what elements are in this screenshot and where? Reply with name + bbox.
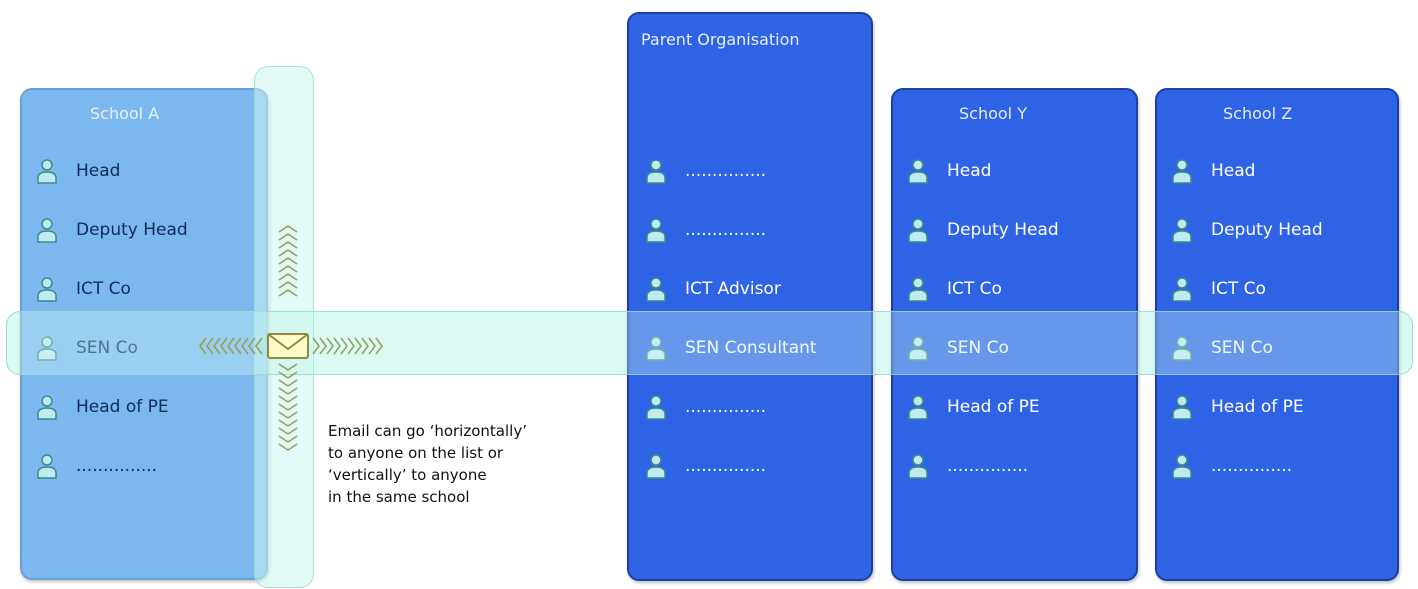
person-icon [646, 218, 666, 243]
member-label: SEN Co [76, 338, 138, 358]
school-y-member-0: Head [907, 156, 991, 186]
school-y-member-1: Deputy Head [907, 215, 1059, 245]
school-z-title: School Z [1223, 104, 1293, 123]
parent-member-0: ............... [645, 156, 766, 186]
member-label: ............... [685, 161, 767, 181]
person-icon [908, 277, 928, 302]
school-a-member-1: Deputy Head [36, 215, 188, 245]
member-label: Deputy Head [947, 220, 1059, 240]
person-icon [1172, 277, 1192, 302]
person-icon [646, 336, 666, 361]
member-label: Head of PE [76, 397, 169, 417]
member-label: Head [76, 161, 121, 181]
member-label: ICT Advisor [685, 279, 781, 299]
person-icon [646, 277, 666, 302]
school-z-card: School Z Head Deputy Head ICT Co SEN Co … [1155, 88, 1399, 581]
member-label: Head of PE [1211, 397, 1304, 417]
person-icon [37, 159, 57, 184]
member-label: ............... [685, 397, 767, 417]
chevron-arrows-down-icon [278, 363, 298, 451]
person-icon [908, 218, 928, 243]
school-y-card: School Y Head Deputy Head ICT Co SEN Co … [891, 88, 1138, 581]
member-label: ............... [947, 456, 1029, 476]
chevron-arrows-right-icon [312, 337, 383, 355]
school-a-member-2: ICT Co [36, 274, 131, 304]
person-icon [37, 277, 57, 302]
parent-member-1: ............... [645, 215, 766, 245]
person-icon [1172, 159, 1192, 184]
person-icon [37, 336, 57, 361]
school-y-member-4: Head of PE [907, 392, 1040, 422]
horizontal-email-band-overlay [6, 311, 1413, 375]
member-label: Head [947, 161, 992, 181]
parent-member-5: ............... [645, 451, 766, 481]
member-label: Head [1211, 161, 1256, 181]
person-icon [646, 454, 666, 479]
member-label: ............... [685, 456, 767, 476]
parent-member-3: SEN Consultant [645, 333, 817, 363]
school-z-member-4: Head of PE [1171, 392, 1304, 422]
school-a-card: School A Head Deputy Head ICT Co SEN Co … [20, 88, 268, 580]
member-label: SEN Co [947, 338, 1009, 358]
chevron-arrows-left-icon [199, 337, 263, 355]
vertical-email-band [254, 66, 314, 588]
school-y-member-2: ICT Co [907, 274, 1002, 304]
member-label: ............... [1211, 456, 1293, 476]
parent-organisation-card: Parent Organisation ............... ....… [627, 12, 873, 581]
person-icon [646, 159, 666, 184]
chevron-arrows-up-icon [278, 225, 298, 297]
person-icon [1172, 336, 1192, 361]
school-y-member-5: ............... [907, 451, 1028, 481]
school-a-member-3: SEN Co [36, 333, 138, 363]
person-icon [1172, 218, 1192, 243]
member-label: ............... [685, 220, 767, 240]
person-icon [37, 395, 57, 420]
note-line: ‘vertically’ to anyone [328, 466, 487, 484]
member-label: SEN Consultant [685, 338, 817, 358]
person-icon [37, 218, 57, 243]
note-line: Email can go ‘horizontally’ [328, 422, 527, 440]
person-icon [908, 395, 928, 420]
school-a-member-4: Head of PE [36, 392, 169, 422]
school-y-title: School Y [959, 104, 1027, 123]
school-a-member-0: Head [36, 156, 120, 186]
person-icon [646, 395, 666, 420]
person-icon [908, 336, 928, 361]
person-icon [908, 454, 928, 479]
school-z-member-0: Head [1171, 156, 1255, 186]
note-line: in the same school [328, 488, 470, 506]
school-z-member-5: ............... [1171, 451, 1292, 481]
member-label: Head of PE [947, 397, 1040, 417]
member-label: ICT Co [947, 279, 1002, 299]
member-label: Deputy Head [76, 220, 188, 240]
school-y-member-3: SEN Co [907, 333, 1009, 363]
member-label: ICT Co [1211, 279, 1266, 299]
member-label: ............... [76, 456, 158, 476]
school-a-title: School A [90, 104, 160, 123]
person-icon [908, 159, 928, 184]
school-a-member-5: ............... [36, 451, 157, 481]
person-icon [37, 454, 57, 479]
parent-member-2: ICT Advisor [645, 274, 781, 304]
envelope-icon [267, 333, 309, 359]
member-label: ICT Co [76, 279, 131, 299]
member-label: SEN Co [1211, 338, 1273, 358]
parent-member-4: ............... [645, 392, 766, 422]
school-z-member-3: SEN Co [1171, 333, 1273, 363]
note-line: to anyone on the list or [328, 444, 504, 462]
parent-organisation-title: Parent Organisation [641, 30, 800, 49]
school-z-member-1: Deputy Head [1171, 215, 1323, 245]
person-icon [1172, 395, 1192, 420]
person-icon [1172, 454, 1192, 479]
member-label: Deputy Head [1211, 220, 1323, 240]
email-explanation-note: Email can go ‘horizontally’ to anyone on… [328, 420, 527, 508]
school-z-member-2: ICT Co [1171, 274, 1266, 304]
